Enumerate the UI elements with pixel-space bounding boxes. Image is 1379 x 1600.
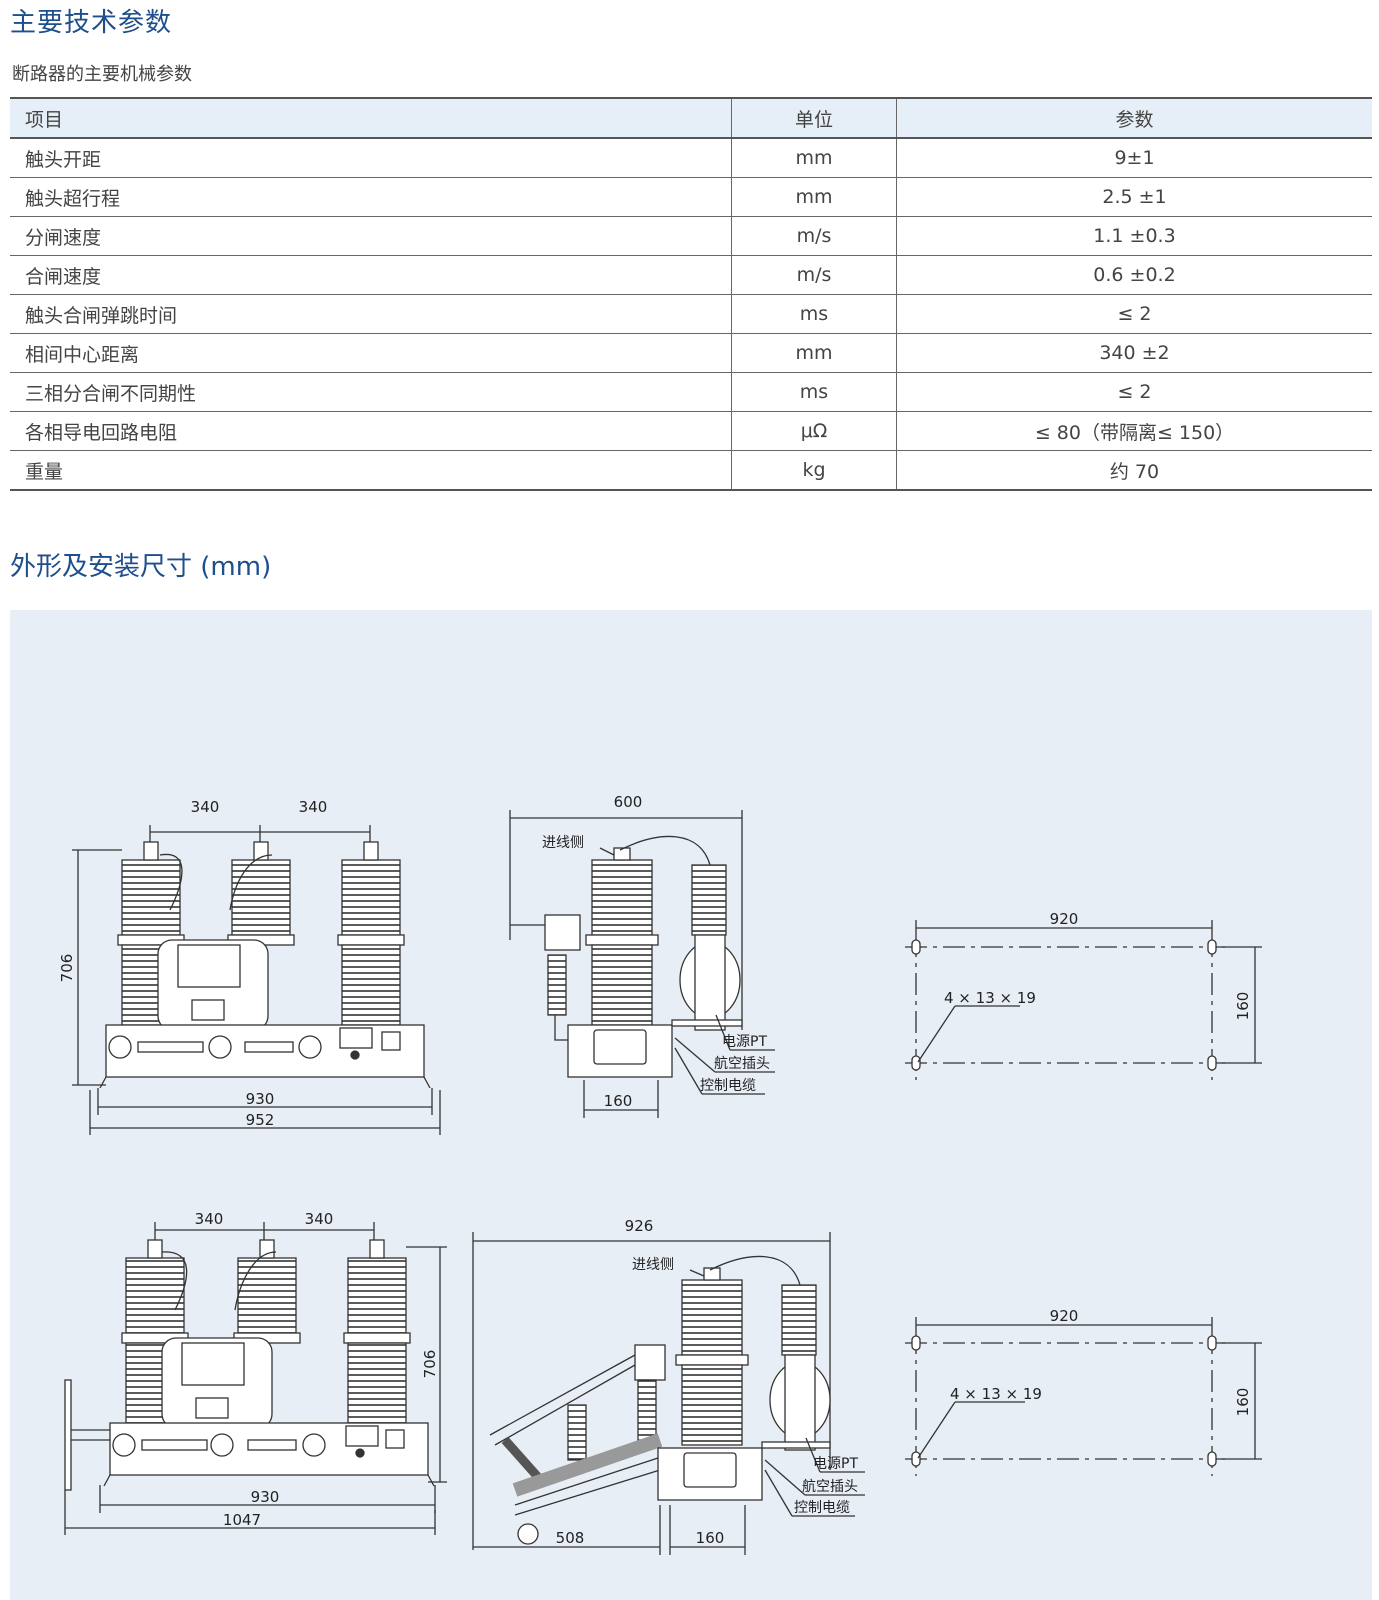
cell-item: 三相分合闸不同期性 — [10, 372, 732, 412]
cell-unit: ms — [731, 294, 897, 334]
cell-unit: m/s — [731, 216, 897, 256]
cell-value: ≤ 2 — [896, 372, 1372, 412]
cell-unit: mm — [731, 138, 897, 178]
dim-920-bottom: 920 — [1050, 1307, 1079, 1325]
plan-view-bottom — [905, 1317, 1262, 1476]
cell-value: 0.6 ±0.2 — [896, 255, 1372, 295]
label-holes: 4 × 13 × 19 — [944, 989, 1036, 1007]
cell-item: 触头开距 — [10, 138, 732, 178]
cell-item: 相间中心距离 — [10, 333, 732, 373]
dim-340b-bottom: 340 — [305, 1210, 334, 1228]
cell-unit: mm — [731, 177, 897, 217]
label-plug: 航空插头 — [714, 1056, 770, 1072]
cell-item: 合闸速度 — [10, 255, 732, 295]
table-header-row: 项目 单位 参数 — [10, 97, 1372, 139]
front-view-bottom — [64, 1222, 447, 1535]
drawings-title: 外形及安装尺寸 (mm) — [10, 552, 272, 582]
label-plug-bottom: 航空插头 — [802, 1479, 858, 1495]
dim-340a: 340 — [191, 798, 220, 816]
label-cable: 控制电缆 — [700, 1078, 756, 1094]
label-holes-bottom: 4 × 13 × 19 — [950, 1385, 1042, 1403]
label-inlet-bottom: 进线侧 — [632, 1257, 674, 1273]
side-view-top — [509, 810, 775, 1118]
table-subtitle: 断路器的主要机械参数 — [12, 64, 192, 85]
dim-height: 706 — [58, 954, 76, 983]
cell-value: ≤ 2 — [896, 294, 1372, 334]
front-view-top — [72, 825, 441, 1135]
dim-340b: 340 — [299, 798, 328, 816]
dim-930: 930 — [246, 1090, 275, 1108]
cell-unit: m/s — [731, 255, 897, 295]
dim-930-bottom: 930 — [251, 1488, 280, 1506]
technical-drawings: 340 340 706 930 952 600 进线侧 — [58, 793, 1262, 1555]
cell-item: 触头合闸弹跳时间 — [10, 294, 732, 334]
cell-value: 1.1 ±0.3 — [896, 216, 1372, 256]
dim-160-plan-bottom: 160 — [1234, 1388, 1252, 1417]
page-title: 主要技术参数 — [10, 8, 173, 38]
drawings-panel: 340 340 706 930 952 600 进线侧 — [10, 610, 1372, 1600]
label-pt: 电源PT — [722, 1034, 767, 1050]
dim-920: 920 — [1050, 910, 1079, 928]
cell-value: 约 70 — [896, 450, 1372, 491]
cell-value: 2.5 ±1 — [896, 177, 1372, 217]
dim-340a-bottom: 340 — [195, 1210, 224, 1228]
cell-item: 各相导电回路电阻 — [10, 411, 732, 451]
cell-unit: kg — [731, 450, 897, 491]
dim-926: 926 — [625, 1217, 654, 1235]
dim-508: 508 — [556, 1529, 585, 1547]
cell-item: 重量 — [10, 450, 732, 491]
dim-160-bottom: 160 — [696, 1529, 725, 1547]
dim-160: 160 — [604, 1092, 633, 1110]
cell-unit: ms — [731, 372, 897, 412]
cell-unit: mm — [731, 333, 897, 373]
dim-952: 952 — [246, 1111, 275, 1129]
cell-value: 9±1 — [896, 138, 1372, 178]
cell-unit: μΩ — [731, 411, 897, 451]
side-view-bottom — [472, 1232, 865, 1555]
header-unit: 单位 — [731, 97, 897, 139]
label-cable-bottom: 控制电缆 — [794, 1500, 850, 1516]
dim-height-bottom: 706 — [421, 1350, 439, 1379]
label-pt-bottom: 电源PT — [813, 1456, 858, 1472]
cell-item: 分闸速度 — [10, 216, 732, 256]
cell-item: 触头超行程 — [10, 177, 732, 217]
dim-1047: 1047 — [223, 1511, 261, 1529]
label-inlet: 进线侧 — [542, 835, 584, 851]
dim-160-plan: 160 — [1234, 992, 1252, 1021]
header-value: 参数 — [896, 97, 1372, 139]
cell-value: ≤ 80（带隔离≤ 150） — [896, 411, 1372, 451]
header-item: 项目 — [10, 97, 732, 139]
dim-600: 600 — [614, 793, 643, 811]
plan-view-top — [905, 920, 1262, 1080]
cell-value: 340 ±2 — [896, 333, 1372, 373]
